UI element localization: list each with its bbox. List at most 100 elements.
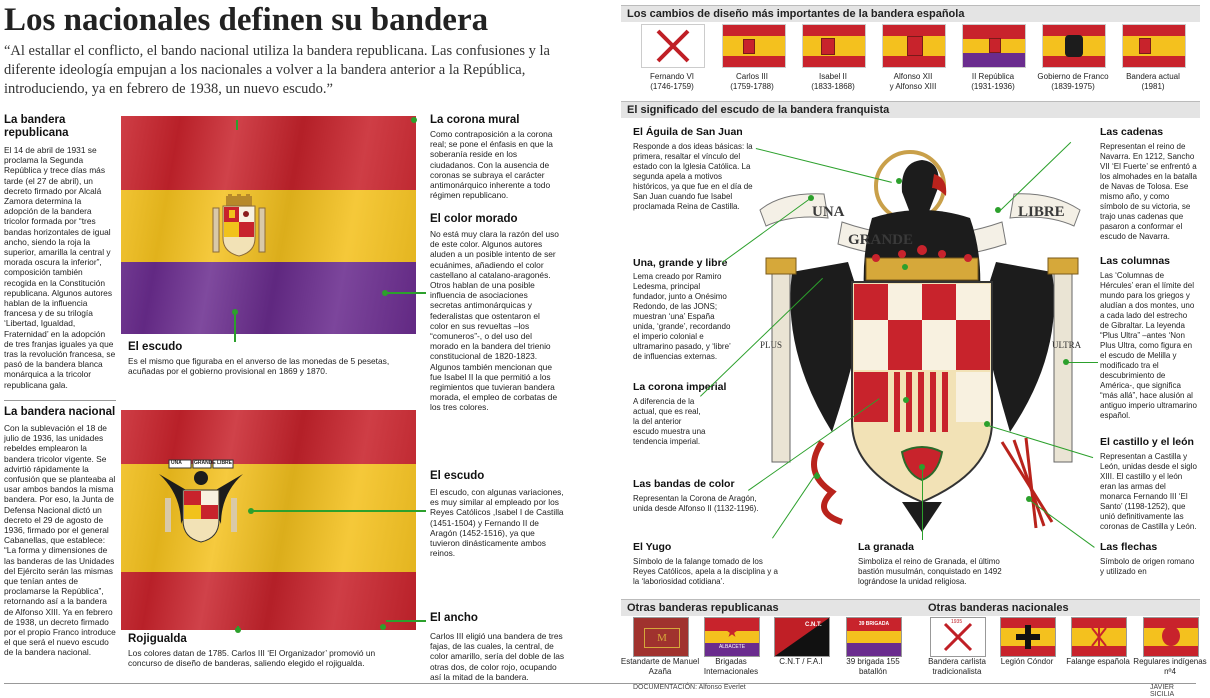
burgundy-cross-icon [943,622,973,652]
brigadas-text: ALBACETE [718,644,746,650]
escudo2-heading: El escudo [430,470,485,482]
flag-motto-una: UNA [171,460,182,466]
republic-flag-text: El 14 de abril de 1931 se proclama la Se… [4,145,116,390]
flag-alfonso [882,24,946,68]
flag-39-brigada: 39 BRIGADA [846,617,902,657]
39-brigada-text: 39 BRIGADA [858,621,890,627]
motto-una: UNA [812,204,845,220]
ancho-text: Carlos III eligió una bandera de tres fa… [430,631,565,682]
flag-brigadas: ALBACETE [704,617,760,657]
flag-franco [1042,24,1106,68]
cadenas-heading: Las cadenas [1100,126,1164,138]
doc-credit: DOCUMENTACIÓN: Alfonso Everlet [633,684,746,691]
caption-falange: Falange española [1066,657,1130,666]
flag-motto-grande: GRANDE [194,460,216,466]
page-title: Los nacionales definen su bandera [4,2,489,38]
hist-years: (1759-1788) [730,82,774,91]
flag-isabel-ii [802,24,866,68]
morado-text: No está muy clara la razón del uso de es… [430,229,559,413]
escudo-heading: El escudo [128,341,183,353]
yugo-heading: El Yugo [633,541,672,553]
hist-years: (1746-1759) [650,82,694,91]
hist-name: II República [971,72,1015,81]
una-text: Lema creado por Ramiro Ledesma, principa… [633,272,731,361]
cadenas-text: Representan el reino de Navarra. En 1212… [1100,142,1197,241]
aguila-text: Responde a dos ideas básicas: la primera… [633,142,753,211]
escudo-section-title: El significado del escudo de la bandera … [621,101,1200,118]
ancho-heading: El ancho [430,612,478,624]
hist-years: (1833-1868) [811,82,855,91]
otras-nacionales-title: Otras banderas nacionales [922,599,1200,616]
flag-ii-republica [962,24,1026,68]
flag-fernando-vi [641,24,705,68]
hist-name: Fernando VI [649,72,695,81]
bandas-heading: Las bandas de color [633,478,735,490]
otras-republicanas-title: Otras banderas republicanas [621,599,924,616]
republic-flag-image [121,116,416,334]
nacional-flag-heading: La bandera nacional [4,406,116,418]
hist-name: Gobierno de Franco [1037,72,1109,81]
motto-libre: LIBRE [1018,204,1065,220]
flag-motto-libre: LIBRE [217,460,232,466]
aguila-heading: El Águila de San Juan [633,126,743,138]
caption-condor: Legión Cóndor [1000,657,1054,666]
castillo-heading: El castillo y el león [1100,436,1194,448]
flag-actual [1122,24,1186,68]
caption-regulares: Regulares indígenas nº4 [1133,657,1207,676]
corona-mural-heading: La corona mural [430,114,520,126]
hist-years: (1839-1975) [1051,82,1095,91]
motto-plus: PLUS [760,340,783,350]
cnt-text: C.N.T. [805,622,822,628]
flag-carlista: 1935 [930,617,986,657]
republic-shield-icon [212,194,266,257]
columnas-text: Las ‘Columnas de Hércules’ eran el límit… [1100,271,1197,420]
flag-cnt: C.N.T. [774,617,830,657]
hist-years: y Alfonso XIII [889,82,937,91]
caption-azana: Estandarte de Manuel Azaña [620,657,700,676]
caption-brigadas: Brigadas Internacionales [703,657,759,676]
corona-mural-text: Como contraposición a la corona real; se… [430,129,553,201]
motto-ultra: ULTRA [1052,340,1082,350]
carlista-year: 1935 [951,619,963,625]
author-credit: JAVIER SICILIA [1150,684,1175,698]
caption-cnt: C.N.T / F.A.I [779,657,823,666]
yoke-arrows-icon [1091,626,1107,648]
motto-grande: GRANDE [848,232,914,248]
flechas-text: Símbolo de origen romano y utilizado en [1100,557,1195,576]
caption-39-brigada: 39 brigada 155 batallón [846,657,900,676]
corona-imperial-heading: La corona imperial [633,381,727,393]
franco-coat-of-arms-icon [759,150,1081,532]
rojigualda-text: Los colores datan de 1785. Carlos III ‘E… [128,648,376,669]
intro-quote: “Al estallar el conflicto, el bando naci… [4,43,550,97]
flag-azana: M [633,617,689,657]
hist-name: Isabel II [818,72,847,81]
columnas-heading: Las columnas [1100,255,1171,267]
burgundy-cross-icon [656,29,690,63]
history-section-title: Los cambios de diseño más importantes de… [621,5,1200,22]
hist-name: Bandera actual [1126,72,1180,81]
granada-heading: La granada [858,541,915,553]
hist-years: (1931-1936) [971,82,1015,91]
star-icon [726,626,738,637]
republic-flag-heading: La bandera republicana [4,114,69,139]
yugo-text: Símbolo de la falange tomado de los Reye… [633,557,778,586]
bandas-text: Representan la Corona de Aragón, unida d… [633,494,759,513]
una-heading: Una, grande y libre [633,257,728,269]
flag-condor [1000,617,1056,657]
flechas-heading: Las flechas [1100,541,1158,553]
rojigualda-heading: Rojigualda [128,633,187,645]
flag-regulares [1143,617,1199,657]
caption-carlista: Bandera carlista tradicionalista [928,657,986,676]
escudo-text: Es el mismo que figuraba en el anverso d… [128,356,390,377]
iron-cross-icon [1016,625,1040,649]
granada-text: Simboliza el reino de Granada, el último… [858,557,1002,586]
morado-heading: El color morado [430,213,518,225]
nacional-flag-image: UNA GRANDE LIBRE [121,410,416,630]
escudo2-text: El escudo, con algunas variaciones, es m… [430,487,564,559]
hist-name: Alfonso XII [893,72,933,81]
flag-falange [1071,617,1127,657]
hist-years: (1981) [1141,82,1165,91]
castillo-text: Representan a Castilla y León, unidas de… [1100,452,1197,531]
azana-monogram: M [644,628,680,648]
regulares-emblem-icon [1162,626,1180,646]
